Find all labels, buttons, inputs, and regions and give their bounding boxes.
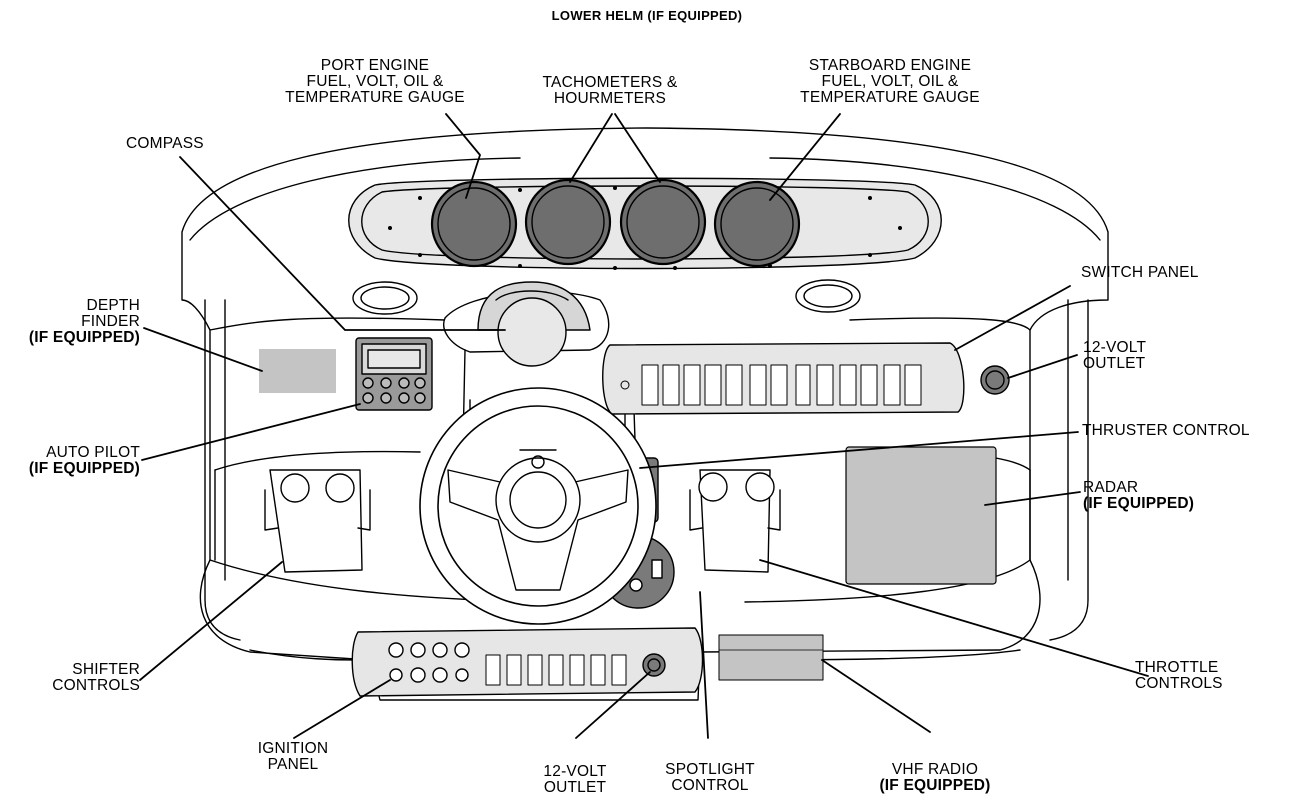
label-switch-panel: SWITCH PANEL xyxy=(1081,264,1199,281)
leader-thruster xyxy=(639,431,1079,469)
steering-wheel xyxy=(419,387,657,625)
label-thruster-control: THRUSTER CONTROL xyxy=(1082,422,1250,439)
leader-spotlight xyxy=(699,591,709,739)
vhf-radio-box xyxy=(718,634,824,681)
leader-throttle xyxy=(759,559,1149,677)
right-throttle xyxy=(689,469,781,573)
label-vhf-radio: VHF RADIO(IF EQUIPPED) xyxy=(879,761,991,794)
left-shifter xyxy=(264,469,371,573)
leader-switch-panel xyxy=(954,285,1071,351)
label-compass: COMPASS xyxy=(126,135,204,152)
diagram-title: LOWER HELM (IF EQUIPPED) xyxy=(551,8,743,23)
auto-pilot-unit xyxy=(355,337,433,411)
ignition-panel-plate xyxy=(351,627,704,697)
leader-vhf xyxy=(821,659,931,733)
leader-shifter xyxy=(139,561,283,681)
compass-unit xyxy=(443,281,610,367)
leader-tach-left xyxy=(569,113,613,183)
gauge-pod xyxy=(348,177,942,270)
leader-ignition xyxy=(293,679,391,739)
label-auto-pilot: AUTO PILOT(IF EQUIPPED) xyxy=(28,444,140,477)
radar-box xyxy=(845,446,997,585)
leader-outlet-right xyxy=(1007,354,1078,379)
depth-finder-box xyxy=(259,349,336,393)
label-tachometers: TACHOMETERS &HOURMETERS xyxy=(542,74,678,107)
leader-starboard-engine xyxy=(769,113,841,201)
leader-depth-finder xyxy=(143,327,263,372)
leader-outlet-bottom xyxy=(575,671,651,739)
label-radar: RADAR(IF EQUIPPED) xyxy=(1083,479,1195,512)
leader-auto-pilot xyxy=(141,403,361,461)
leader-radar xyxy=(984,491,1081,506)
leader-port-engine xyxy=(445,113,481,199)
leader-tach-right xyxy=(614,113,661,183)
leader-compass xyxy=(179,156,506,331)
switch-panel-plate xyxy=(602,342,965,415)
leader-lines xyxy=(139,113,1149,739)
